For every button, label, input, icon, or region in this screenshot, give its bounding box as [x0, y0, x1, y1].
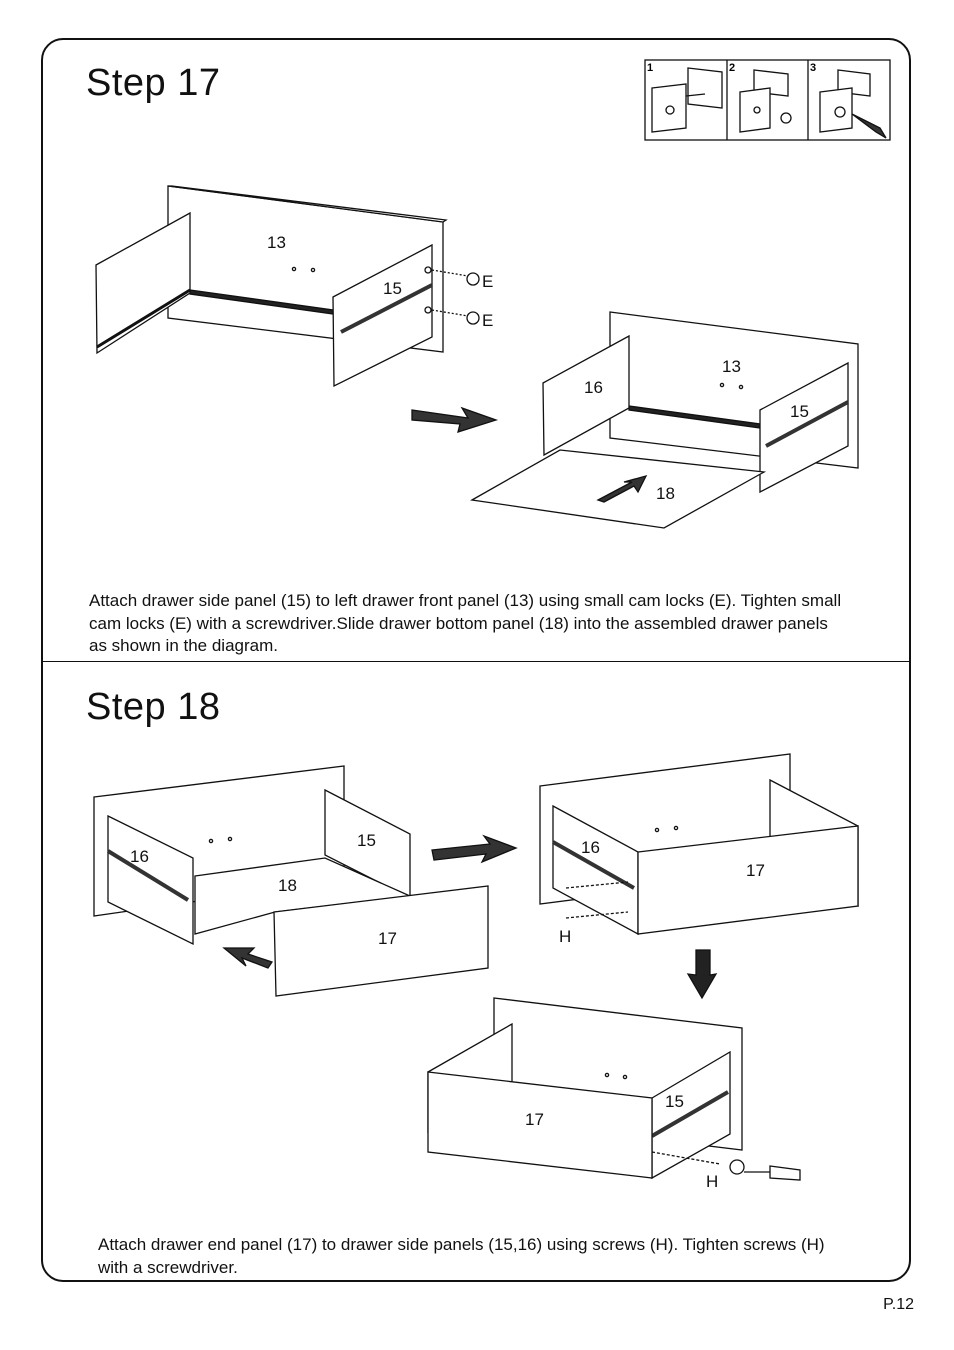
arrow-right-icon: [411, 406, 499, 433]
part-label-15: 15: [357, 831, 376, 850]
step18-diagram-c: [427, 997, 801, 1181]
camlock-inset: [644, 59, 891, 141]
part-label-h: H: [559, 927, 571, 946]
part-label-17: 17: [378, 929, 397, 948]
section-divider: [43, 661, 909, 662]
part-label-18: 18: [278, 876, 297, 895]
part-label-16: 16: [581, 838, 600, 857]
part-label-17: 17: [525, 1110, 544, 1129]
part-label-15: 15: [790, 402, 809, 421]
step18-diagram-b: [539, 753, 859, 936]
part-label-16: 16: [130, 847, 149, 866]
step18-diagram-a: [93, 765, 489, 997]
page-frame: [41, 38, 911, 1282]
inset-step-1: 1: [647, 62, 653, 74]
part-label-16: 16: [584, 378, 603, 397]
arrow-left-icon: [222, 947, 274, 969]
arrow-down-icon: [686, 949, 718, 1000]
arrow-right-icon: [431, 834, 518, 864]
part-label-13: 13: [267, 233, 286, 252]
part-label-15: 15: [383, 279, 402, 298]
part-label-e: E: [482, 272, 493, 291]
page-number: P.12: [883, 1296, 914, 1313]
part-label-15: 15: [665, 1092, 684, 1111]
arrow-up-icon: [596, 474, 648, 503]
step-17-instruction: Attach drawer side panel (15) to left dr…: [89, 591, 842, 655]
inset-step-2: 2: [729, 62, 735, 74]
part-label-h: H: [706, 1172, 718, 1191]
part-label-13: 13: [722, 357, 741, 376]
part-label-18: 18: [656, 484, 675, 503]
inset-step-3: 3: [810, 62, 816, 74]
step17-diagram-a: [95, 185, 480, 388]
step-18-title: Step 18: [86, 686, 221, 728]
step17-diagram-b: [470, 311, 859, 529]
part-label-17: 17: [746, 861, 765, 880]
part-label-e: E: [482, 311, 493, 330]
step-18-instruction: Attach drawer end panel (17) to drawer s…: [98, 1235, 825, 1277]
step-17-title: Step 17: [86, 62, 221, 104]
